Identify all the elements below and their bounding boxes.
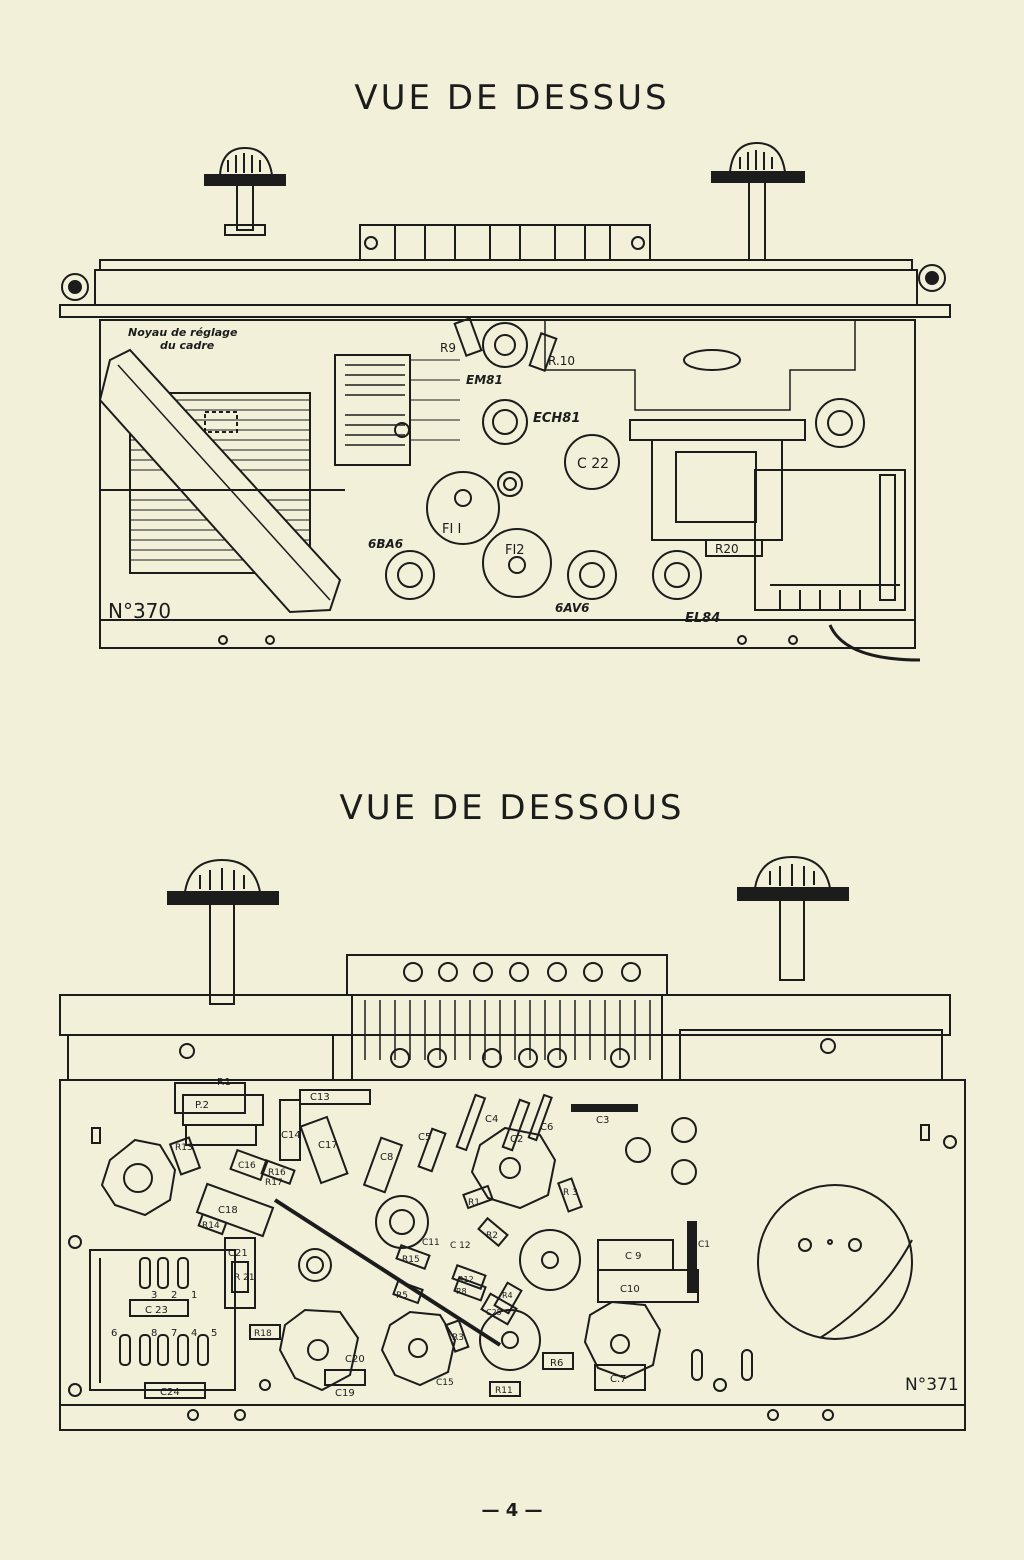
c22-capacitor — [564, 434, 620, 490]
dial-scale — [359, 224, 651, 261]
label-c13: C13 — [310, 1092, 330, 1103]
ech81-socket — [482, 399, 528, 445]
label-r1: R1 — [468, 1198, 480, 1208]
label-r3-lower: R3 — [452, 1333, 464, 1343]
label-p2: P.2 — [195, 1100, 209, 1111]
bottom-view-title: VUE DE DESSOUS — [339, 788, 685, 828]
label-6ba6: 6BA6 — [368, 537, 403, 551]
label-r5: R5 — [396, 1291, 408, 1301]
label-c11: C11 — [422, 1238, 440, 1248]
label-fi1: FI I — [442, 522, 461, 537]
label-r21: R 21 — [234, 1273, 255, 1283]
label-c2: C2 — [510, 1134, 523, 1145]
label-c12: C 12 — [450, 1241, 471, 1251]
label-r15: R15 — [402, 1255, 420, 1265]
label-r13: R13 — [175, 1143, 193, 1153]
switch-num: 1 — [191, 1290, 197, 1301]
label-r3: R 3 — [563, 1188, 578, 1198]
switch-num: 3 — [151, 1290, 157, 1301]
right-knob-bottom — [737, 855, 849, 981]
label-fi2: FI2 — [505, 543, 525, 558]
label-c21: C21 — [228, 1248, 248, 1259]
switch-num: 2 — [171, 1290, 177, 1301]
label-c9: C 9 — [625, 1251, 642, 1262]
label-c3: C3 — [596, 1115, 609, 1126]
band-switch — [346, 954, 668, 996]
el84-socket — [652, 550, 702, 600]
label-c5: C5 — [418, 1132, 431, 1143]
left-knob — [204, 146, 286, 236]
label-c1: C1 — [698, 1240, 710, 1250]
label-el84: EL84 — [685, 611, 720, 626]
label-c14: C14 — [281, 1130, 301, 1141]
top-view-title: VUE DE DESSUS — [354, 78, 670, 118]
bottom-figure-number: N°371 — [905, 1375, 959, 1395]
label-c24: C24 — [160, 1387, 180, 1398]
bottom-view-diagram — [59, 855, 966, 1431]
label-c15: C15 — [436, 1378, 454, 1388]
tuning-capacitor — [334, 354, 460, 466]
label-r18: R18 — [254, 1329, 272, 1339]
fi1-transformer — [426, 471, 500, 545]
label-r16: R16 — [268, 1168, 286, 1178]
bottom-components — [129, 1089, 699, 1399]
label-p1: P.1 — [217, 1077, 231, 1088]
terminal-strip — [89, 1249, 236, 1391]
label-6av6: 6AV6 — [555, 601, 589, 615]
right-knob — [711, 141, 805, 261]
switch-num: 4 — [191, 1328, 197, 1339]
label-c20: C20 — [345, 1354, 365, 1365]
label-c22: C 22 — [577, 456, 609, 472]
top-view-diagram — [59, 141, 951, 662]
label-r4: R4 — [502, 1291, 513, 1300]
frame-antenna — [98, 348, 345, 614]
switch-num: 8 — [151, 1328, 157, 1339]
left-knob-bottom — [167, 858, 279, 1005]
label-c16: C16 — [238, 1161, 256, 1171]
label-c19: C19 — [335, 1388, 355, 1399]
output-transformer — [629, 419, 806, 557]
switch-num: 6 — [111, 1328, 117, 1339]
label-r12: R12 — [458, 1275, 474, 1284]
6ba6-socket — [385, 550, 435, 600]
switch-num: 7 — [171, 1328, 177, 1339]
label-r8: R8 — [456, 1287, 467, 1296]
fi2-transformer — [482, 528, 552, 598]
label-r9: R9 — [440, 341, 456, 355]
label-c10: C10 — [620, 1284, 640, 1295]
label-r14: R14 — [202, 1221, 220, 1231]
label-r10: R.10 — [548, 354, 575, 368]
bottom-tube-sockets — [100, 1126, 662, 1392]
label-r20: R20 — [715, 542, 739, 556]
label-c25: C25 — [486, 1308, 502, 1317]
page-number: — 4 — — [481, 1500, 543, 1521]
label-em81: EM81 — [466, 373, 503, 387]
annotation-line2: du cadre — [160, 339, 215, 352]
label-r2: R2 — [486, 1231, 498, 1241]
label-c4: C4 — [485, 1114, 498, 1125]
switch-num: 5 — [211, 1328, 217, 1339]
label-c7: C.7 — [610, 1374, 627, 1385]
annotation-line1: Noyau de réglage — [128, 326, 238, 339]
top-figure-number: N°370 — [108, 599, 171, 623]
label-r6: R6 — [550, 1358, 563, 1369]
label-r11: R11 — [495, 1386, 513, 1396]
label-c23: C 23 — [145, 1305, 168, 1316]
6av6-socket — [567, 550, 617, 600]
label-c18: C18 — [218, 1205, 238, 1216]
label-ech81: ECH81 — [533, 411, 580, 426]
speaker-cone — [757, 1184, 913, 1340]
label-c6: C6 — [540, 1122, 553, 1133]
label-c8: C8 — [380, 1152, 393, 1163]
em81-socket — [482, 322, 528, 368]
label-c17: C17 — [318, 1140, 338, 1151]
label-r17: R17 — [265, 1178, 283, 1188]
